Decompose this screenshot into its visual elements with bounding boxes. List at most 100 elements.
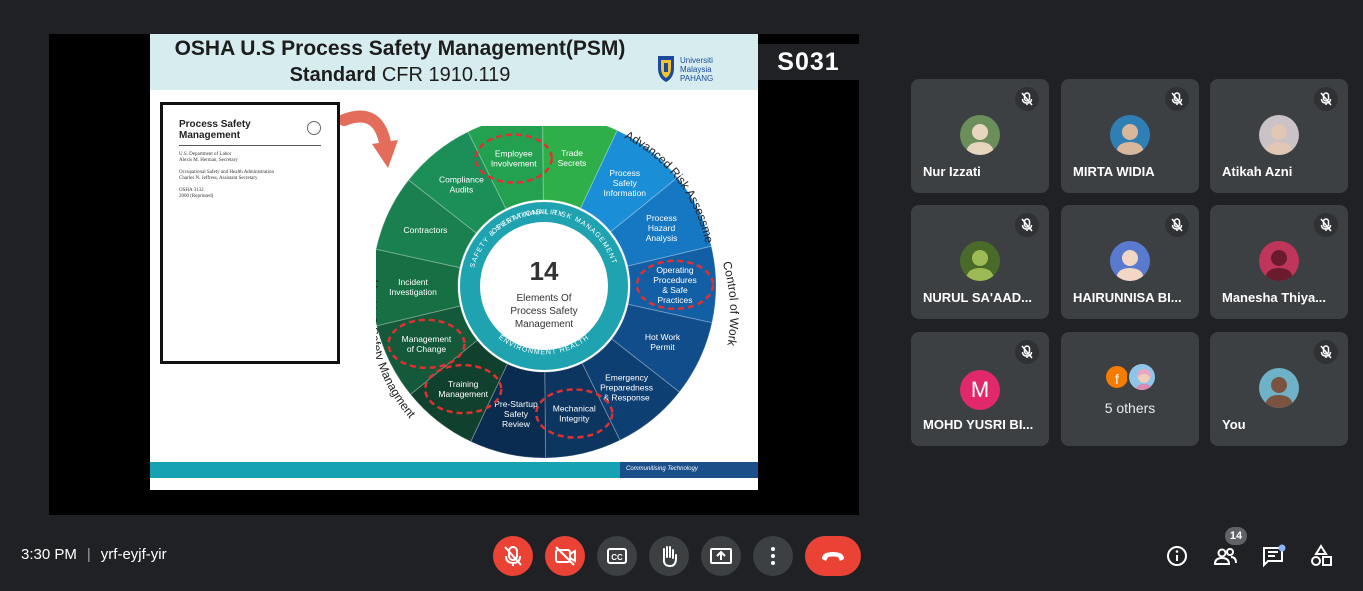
presentation-slide: OSHA U.S Process Safety Management(PSM) … (150, 34, 758, 490)
osha-document-cover: Process Safety Management U.S. Departmen… (160, 102, 340, 364)
participant-count-badge: 14 (1225, 527, 1247, 545)
slide-footer-text: Communitising Technology (620, 462, 758, 478)
participant-tile-hairunnisa-bi[interactable]: HAIRUNNISA BI... (1061, 205, 1199, 319)
people-button[interactable] (1209, 540, 1241, 572)
camera-off-icon (555, 546, 576, 566)
mic-off-icon (1165, 213, 1189, 237)
shared-screen: OSHA U.S Process Safety Management(PSM) … (49, 10, 859, 515)
participant-name: You (1222, 417, 1246, 432)
people-icon (1213, 548, 1237, 565)
curved-arrow-icon (340, 110, 398, 168)
arc-label-right: Control of Work (720, 260, 742, 348)
avatar (1259, 241, 1299, 281)
participant-tile-nurul-sa-aad[interactable]: NURUL SA'AAD... (911, 205, 1049, 319)
participant-name: Nur Izzati (923, 164, 981, 179)
participant-name: Manesha Thiya... (1222, 290, 1327, 305)
mic-off-icon (1314, 213, 1338, 237)
svg-text:CC: CC (611, 553, 623, 562)
avatar (1110, 115, 1150, 155)
more-vert-icon (771, 547, 775, 565)
mic-off-icon (1314, 87, 1338, 111)
avatar (1110, 241, 1150, 281)
mic-off-icon (1314, 340, 1338, 364)
more-options-button[interactable] (753, 536, 793, 576)
slide-header (150, 34, 758, 90)
info-icon (1167, 546, 1187, 566)
mic-off-icon (1165, 87, 1189, 111)
meeting-time: 3:30 PM (21, 546, 77, 563)
activities-button[interactable] (1305, 540, 1337, 572)
participant-tile-you[interactable]: You (1210, 332, 1348, 446)
present-screen-button[interactable] (701, 536, 741, 576)
center-line-3: Management (515, 319, 574, 330)
separator: | (86, 546, 91, 563)
participant-tile-mohd-yusri-bi[interactable]: M MOHD YUSRI BI... (911, 332, 1049, 446)
participant-tile-nur-izzati[interactable]: Nur Izzati (911, 79, 1049, 193)
participant-name: MIRTA WIDIA (1073, 164, 1155, 179)
participant-tile-5-others[interactable]: f 5 others (1061, 332, 1199, 446)
hand-icon (662, 546, 677, 568)
leave-call-button[interactable] (805, 536, 861, 576)
university-logo (658, 56, 674, 82)
center-line-2: Process Safety (510, 306, 577, 317)
psm-elements-wheel: 14 Elements Of Process Safety Management… (376, 126, 742, 459)
highlight-circle (535, 388, 614, 439)
meeting-code: yrf-eyjf-yir (100, 546, 167, 563)
meeting-details-button[interactable] (1161, 540, 1193, 572)
participant-tile-mirta-widia[interactable]: MIRTA WIDIA (1061, 79, 1199, 193)
participant-tile-atikah-azni[interactable]: Atikah Azni (1210, 79, 1348, 193)
avatar (1127, 362, 1157, 392)
slide-subtitle: Standard CFR 1910.119 (289, 64, 511, 86)
meeting-info: 3:30 PM | yrf-eyjf-yir (21, 546, 167, 563)
camera-toggle-button[interactable] (545, 536, 585, 576)
participant-name: NURUL SA'AAD... (923, 290, 1033, 305)
microphone-toggle-button[interactable] (493, 536, 533, 576)
raise-hand-button[interactable] (649, 536, 689, 576)
avatar (960, 241, 1000, 281)
presenter-label: S031 (758, 44, 859, 80)
chat-button[interactable] (1257, 540, 1289, 572)
participant-name: MOHD YUSRI BI... (923, 417, 1034, 432)
shapes-icon (1311, 544, 1332, 566)
highlight-circle (474, 133, 553, 184)
avatar: M (960, 370, 1000, 410)
center-number: 14 (530, 256, 559, 286)
captions-button[interactable]: CC (597, 536, 637, 576)
mic-off-icon (1015, 87, 1039, 111)
hang-up-icon (822, 552, 844, 561)
avatar (960, 115, 1000, 155)
slide-title: OSHA U.S Process Safety Management(PSM) (174, 37, 626, 60)
avatar (1259, 115, 1299, 155)
participant-name: HAIRUNNISA BI... (1073, 290, 1182, 305)
screen-top-bar (49, 10, 859, 34)
center-line-1: Elements Of (516, 293, 571, 304)
highlight-circle (423, 363, 503, 415)
mic-off-icon (504, 546, 522, 566)
avatar: f (1104, 364, 1130, 390)
element-label-contractors: Contractors (404, 225, 448, 235)
university-logo-text: Universiti Malaysia PAHANG (680, 56, 714, 83)
participant-tile-manesha-thiya[interactable]: Manesha Thiya... (1210, 205, 1348, 319)
others-count-label: 5 others (1104, 400, 1156, 416)
document-text: U.S. Department of Labor Alexis M. Herma… (179, 152, 274, 199)
document-rule (179, 145, 321, 146)
participant-name: Atikah Azni (1222, 164, 1293, 179)
mic-off-icon (1015, 340, 1039, 364)
dol-seal-icon (307, 121, 321, 135)
mic-off-icon (1015, 213, 1039, 237)
meeting-controls-bar: 3:30 PM | yrf-eyjf-yir CC (0, 520, 1363, 591)
slide-footer-bar (150, 462, 758, 478)
